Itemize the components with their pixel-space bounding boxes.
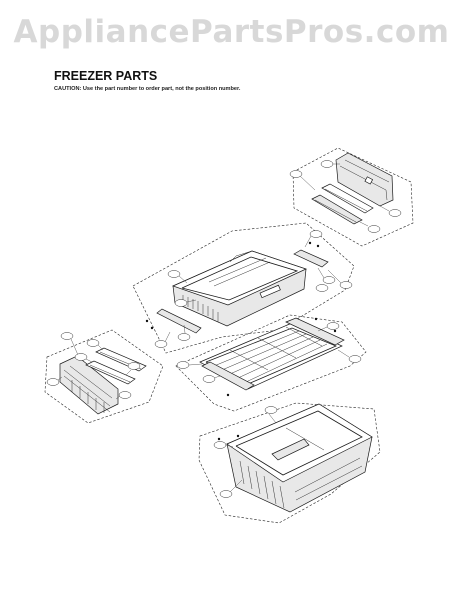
callout-bin-3 — [219, 490, 233, 498]
callout-rail-2 — [320, 160, 334, 168]
callout-door-4 — [127, 362, 141, 370]
tray-handle[interactable] — [259, 284, 281, 299]
watermark-logo: AppliancePartsPros.com — [13, 14, 450, 50]
callout-tray-8 — [339, 281, 353, 289]
callout-tray-6 — [322, 276, 336, 284]
callout-tray-1 — [167, 270, 181, 278]
rail-assembly-group — [289, 147, 414, 247]
screw — [316, 244, 320, 248]
callout-rail-3 — [388, 209, 402, 217]
callout-tray-5 — [309, 230, 323, 238]
callout-shelf-3 — [176, 361, 190, 369]
rail-lower[interactable] — [311, 194, 363, 225]
bin-divider[interactable] — [271, 438, 310, 461]
door-assembly-group — [44, 329, 164, 424]
callout-shelf-1 — [326, 322, 340, 330]
shelf-rail-back[interactable] — [285, 317, 345, 346]
callout-tray-2 — [174, 299, 188, 307]
callout-rail-4 — [367, 225, 381, 233]
callout-bin-1 — [264, 406, 278, 414]
shelf-rail-front[interactable] — [201, 361, 255, 391]
screw — [150, 326, 154, 330]
group-outline-upper-tray — [132, 222, 355, 354]
callout-door-2 — [86, 339, 100, 347]
callout-tray-4 — [177, 333, 191, 341]
wire-shelf-group — [175, 314, 367, 412]
group-outline-shelf — [175, 314, 367, 412]
screw — [145, 319, 149, 323]
callout-door-5 — [46, 378, 60, 386]
group-outline-rail — [292, 147, 414, 247]
side-rail-left[interactable] — [156, 308, 202, 334]
side-rail-right[interactable] — [293, 249, 329, 268]
callout-bin-2 — [213, 441, 227, 449]
callout-door-6 — [118, 391, 132, 399]
callout-shelf-4 — [202, 375, 216, 383]
rail-upper[interactable] — [321, 183, 374, 214]
callout-shelf-2 — [348, 355, 362, 363]
callout-tray-7 — [315, 284, 329, 292]
screw — [308, 241, 312, 245]
door-bar-lower[interactable] — [85, 360, 136, 385]
page-title: FREEZER PARTS — [54, 69, 158, 83]
callout-tray-3 — [154, 340, 168, 348]
upper-tray-group — [132, 222, 355, 354]
rail-bracket[interactable] — [335, 152, 394, 207]
lower-bin-group — [198, 402, 381, 524]
callout-door-1 — [60, 332, 74, 340]
group-outline-door — [44, 329, 164, 424]
caution-note: CAUTION: Use the part number to order pa… — [54, 86, 241, 92]
callout-door-3 — [74, 353, 88, 361]
callout-rail-1 — [289, 170, 303, 178]
